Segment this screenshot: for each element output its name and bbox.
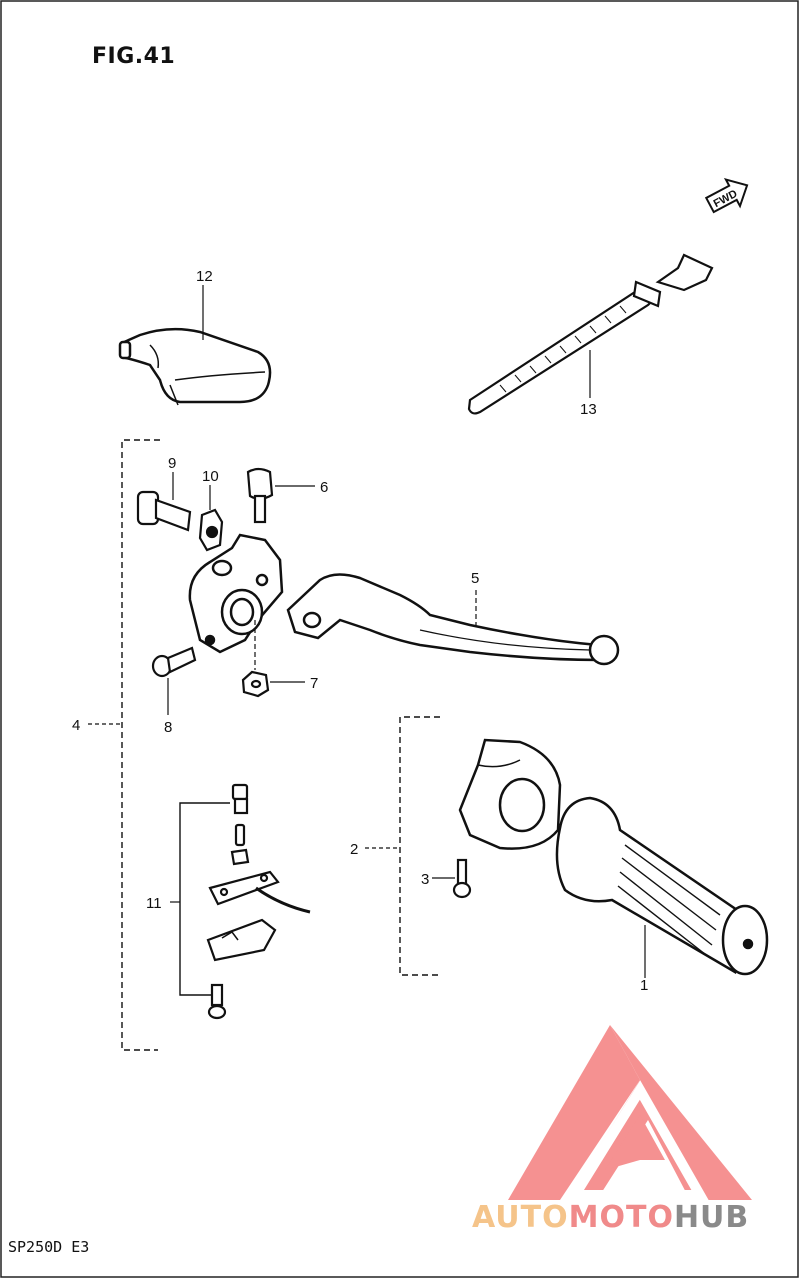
watermark-text: AUTOMOTOHUB — [472, 1200, 749, 1235]
callout-10: 10 — [202, 468, 219, 485]
grip-housing — [458, 738, 562, 850]
part-13-cable-tie — [467, 253, 714, 415]
callout-6: 6 — [320, 479, 328, 496]
lever-holder — [188, 533, 284, 654]
callout-11: 11 — [146, 895, 162, 912]
watermark-moto: MOTO — [568, 1200, 674, 1235]
watermark-logo — [508, 1025, 752, 1200]
bracket-11 — [179, 802, 230, 996]
callout-4: 4 — [72, 717, 80, 734]
part-7-nut — [241, 670, 270, 698]
part-12-lever-cover — [118, 327, 272, 406]
callout-12: 12 — [196, 268, 213, 285]
part-3-screw — [452, 858, 472, 899]
part-10-nut — [198, 508, 224, 552]
callout-3: 3 — [421, 871, 429, 888]
part-8-bolt — [151, 646, 197, 678]
callout-1: 1 — [640, 977, 648, 994]
callout-8: 8 — [164, 719, 172, 736]
part-11-switch — [206, 783, 311, 1020]
callout-2: 2 — [350, 841, 358, 858]
model-code: SP250D E3 — [8, 1238, 90, 1256]
callout-5: 5 — [471, 570, 479, 587]
part-1-handlebar-grip — [555, 796, 769, 976]
callout-7: 7 — [310, 675, 318, 692]
watermark-hub: HUB — [673, 1200, 750, 1235]
part-6-bolt — [246, 467, 274, 524]
callout-9: 9 — [168, 455, 176, 472]
bracket-4 — [121, 439, 160, 1051]
part-5-clutch-lever — [286, 573, 620, 666]
watermark-auto: AUTO — [472, 1200, 569, 1235]
part-9-bolt — [136, 490, 192, 532]
bracket-2 — [399, 716, 440, 976]
fwd-arrow-icon: FWD — [704, 177, 749, 214]
callout-13: 13 — [580, 401, 597, 418]
figure-title: FIG.41 — [92, 44, 176, 69]
